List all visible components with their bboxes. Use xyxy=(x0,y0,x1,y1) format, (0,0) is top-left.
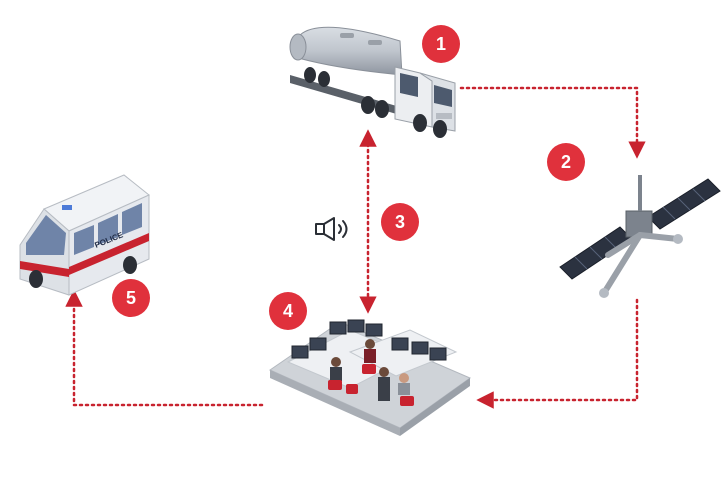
police-van xyxy=(20,175,149,295)
satellite xyxy=(560,175,720,298)
step-badge-4-number: 4 xyxy=(283,301,293,321)
arrow-control-room-to-police-van xyxy=(74,298,262,405)
arrow-satellite-to-control-room xyxy=(485,300,637,400)
control-room xyxy=(270,320,470,436)
speaker-icon xyxy=(316,218,347,240)
arrow-truck-to-satellite xyxy=(461,88,637,150)
step-badge-1-number: 1 xyxy=(436,34,446,54)
step-badge-5-number: 5 xyxy=(126,288,136,308)
step-badge-2-number: 2 xyxy=(561,152,571,172)
step-badge-3-number: 3 xyxy=(395,212,405,232)
step-badge-4: 4 xyxy=(269,292,307,330)
step-badge-5: 5 xyxy=(112,279,150,317)
step-badge-1: 1 xyxy=(422,25,460,63)
step-badge-3: 3 xyxy=(381,203,419,241)
step-badge-2: 2 xyxy=(547,143,585,181)
